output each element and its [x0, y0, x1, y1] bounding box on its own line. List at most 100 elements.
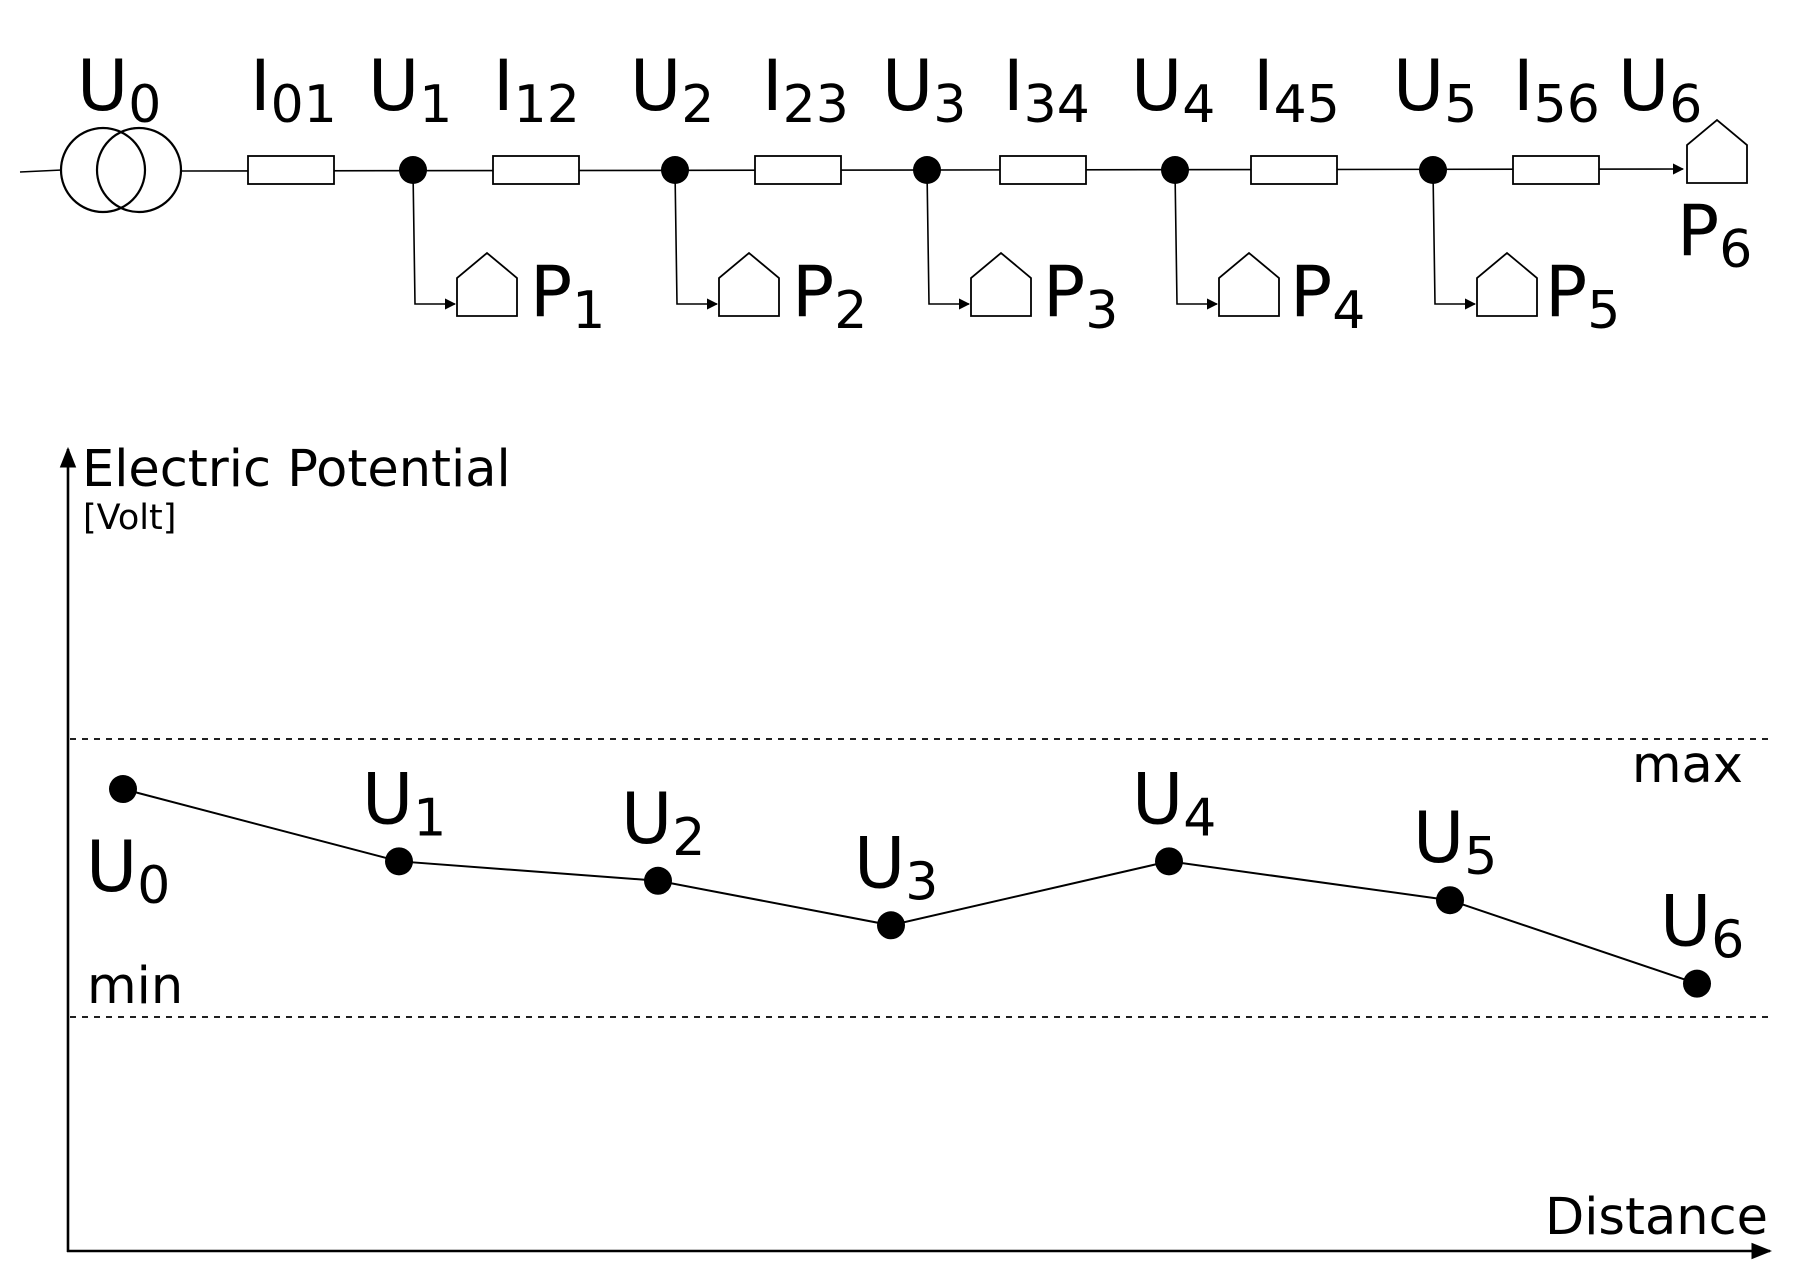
voltage-point-u1 [385, 847, 413, 876]
node-label-u6: U6 [1618, 45, 1702, 135]
voltage-label-u2-sub: 2 [672, 808, 705, 868]
node-label-u1-sub: 1 [419, 75, 452, 135]
house-icon [970, 251, 1032, 317]
load-label-p3-sub: 3 [1085, 281, 1118, 341]
current-label-i56: I56 [1513, 45, 1600, 135]
house-icon [1218, 251, 1280, 317]
load-label-p1-base: P [530, 251, 572, 333]
load-label-p3-base: P [1043, 251, 1085, 333]
voltage-label-u5: U5 [1413, 797, 1497, 887]
load-label-p4-base: P [1290, 251, 1332, 333]
current-label-i23-base: I [762, 45, 783, 127]
transformer-icon [59, 126, 183, 214]
voltage-label-u2: U2 [621, 778, 705, 868]
voltage-points [109, 775, 1711, 998]
impedance-45-resistor [1250, 155, 1338, 185]
node-label-u6-sub: 6 [1669, 75, 1702, 135]
voltage-label-u6: U6 [1660, 881, 1744, 971]
node-label-u3-sub: 3 [933, 75, 966, 135]
house-icon [1476, 251, 1538, 317]
node-label-u0-base: U [77, 45, 128, 127]
impedance-56-resistor [1512, 155, 1600, 185]
node-label-u4: U4 [1131, 45, 1215, 135]
node-label-u5-base: U [1393, 45, 1444, 127]
load-label-p4: P4 [1290, 251, 1365, 341]
potential-chart: Electric Potential [Volt] Distance max m… [59, 440, 1773, 1260]
voltage-point-u4 [1155, 847, 1183, 876]
load-label-p2-sub: 2 [834, 281, 867, 341]
y-axis-label: Electric Potential [82, 440, 511, 499]
load-label-p5-sub: 5 [1587, 281, 1620, 341]
node-label-u3: U3 [882, 45, 966, 135]
load-branch-5 [1432, 169, 1477, 310]
node-label-u4-base: U [1131, 45, 1182, 127]
voltage-label-u0-base: U [86, 826, 137, 908]
voltage-point-u3 [877, 911, 905, 940]
load-label-p5-base: P [1545, 251, 1587, 333]
current-label-i01-base: I [250, 45, 271, 127]
node-label-u2: U2 [630, 45, 714, 135]
voltage-label-u6-base: U [1660, 881, 1711, 963]
node-label-u0-sub: 0 [128, 75, 161, 135]
voltage-label-u4: U4 [1132, 758, 1216, 848]
node-label-u1-base: U [368, 45, 419, 127]
load-branch-3 [926, 169, 971, 310]
node-label-u2-base: U [630, 45, 681, 127]
voltage-label-u0: U0 [86, 826, 170, 916]
current-label-i34-base: I [1003, 45, 1024, 127]
node-label-u5: U5 [1393, 45, 1477, 135]
load-label-p1: P1 [530, 251, 605, 341]
voltage-point-u5 [1436, 886, 1464, 915]
node-label-u0: U0 [77, 45, 161, 135]
min-limit-label: min [87, 957, 183, 1016]
voltage-point-u2 [644, 866, 672, 895]
load-label-p4-sub: 4 [1332, 281, 1365, 341]
current-label-i34: I34 [1003, 45, 1090, 135]
load-branch-1 [412, 169, 457, 310]
node-label-u1: U1 [368, 45, 452, 135]
impedance-12-resistor [492, 155, 580, 185]
line-impedances [247, 155, 1600, 185]
current-label-i12-sub: 12 [514, 75, 580, 135]
current-label-i56-base: I [1513, 45, 1534, 127]
y-axis-unit: [Volt] [83, 498, 176, 538]
node-label-u2-sub: 2 [681, 75, 714, 135]
feeder-line [19, 169, 63, 173]
current-label-i01-sub: 01 [271, 75, 337, 135]
house-icon [456, 251, 518, 317]
voltage-label-u6-sub: 6 [1711, 911, 1744, 971]
house-icon [718, 251, 780, 317]
voltage-label-u0-sub: 0 [137, 856, 170, 916]
load-label-p3: P3 [1043, 251, 1118, 341]
impedance-23-resistor [754, 155, 842, 185]
current-label-i45: I45 [1253, 45, 1340, 135]
load-label-p2-base: P [792, 251, 834, 333]
load-branch-4 [1174, 169, 1219, 310]
voltage-label-u3-sub: 3 [905, 852, 938, 912]
current-label-i23: I23 [762, 45, 849, 135]
voltage-label-u4-base: U [1132, 758, 1183, 840]
current-label-i45-sub: 45 [1274, 75, 1340, 135]
load-branches [412, 118, 1748, 317]
current-label-i23-sub: 23 [783, 75, 849, 135]
load-label-p6-base: P [1677, 190, 1719, 272]
voltage-label-u1-sub: 1 [413, 788, 446, 848]
load-branch-2 [674, 169, 719, 310]
current-label-i01: I01 [250, 45, 337, 135]
load-label-p2: P2 [792, 251, 867, 341]
voltage-label-u1-base: U [362, 758, 413, 840]
voltage-point-u0 [109, 775, 137, 804]
voltage-label-u2-base: U [621, 778, 672, 860]
voltage-label-u1: U1 [362, 758, 446, 848]
load-label-p6: P6 [1677, 190, 1752, 280]
house-icon [1686, 118, 1748, 184]
current-label-i12: I12 [493, 45, 580, 135]
load-label-p5: P5 [1545, 251, 1620, 341]
voltage-label-u4-sub: 4 [1183, 788, 1216, 848]
voltage-label-u3: U3 [854, 822, 938, 912]
impedance-01-resistor [247, 155, 335, 185]
